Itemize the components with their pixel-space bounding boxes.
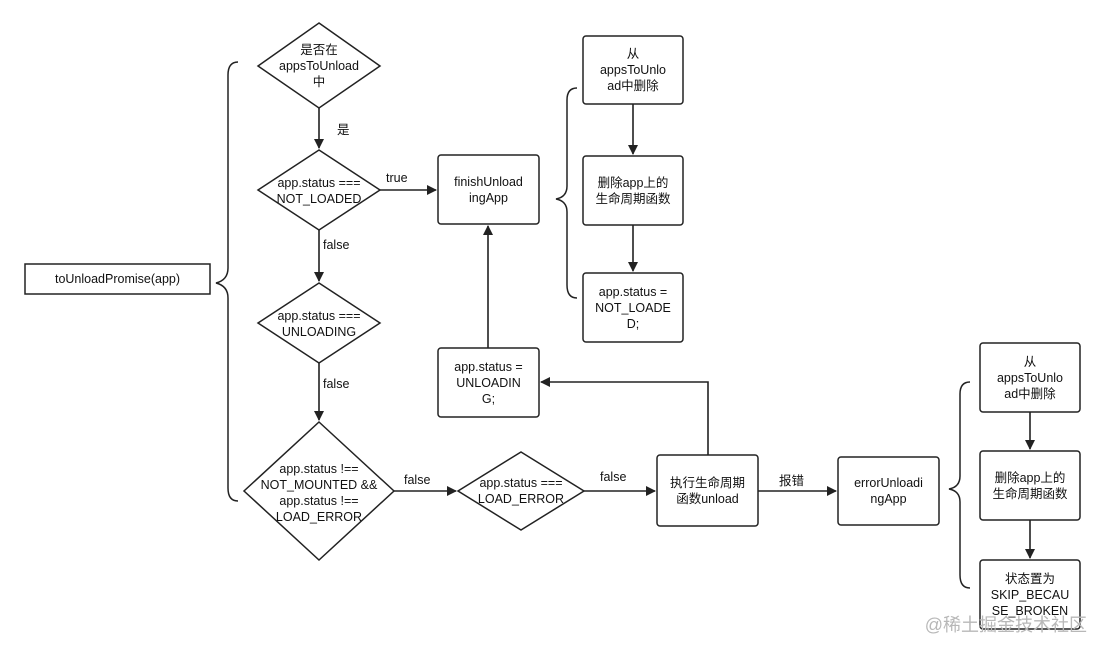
finish-unloading-app-box <box>437 154 540 225</box>
edge-label-true: true <box>386 171 408 185</box>
arrow-to-set-unloading <box>540 377 709 455</box>
error-unloading-app-label: errorUnloadi ngApp <box>854 476 923 506</box>
edge-label-false-1: false <box>323 238 350 252</box>
finish-unloading-app-label: finishUnload ingApp <box>454 174 523 205</box>
error-set-broken-label: 状态置为 SKIP_BECAU SE_BROKEN <box>990 571 1070 618</box>
error-delete-lifecycle-label: 删除app上的 生命周期函数 <box>992 470 1068 501</box>
error-set-broken-box <box>979 559 1081 630</box>
run-unload-lifecycle-label: 执行生命周期 函数unload <box>669 475 745 506</box>
edge-label-false-3: false <box>404 473 431 487</box>
edge-label-error: 报错 <box>779 474 805 488</box>
finish-delete-lifecycle-label: 删除app上的 生命周期函数 <box>595 175 671 206</box>
main-brace <box>215 61 239 502</box>
finish-set-not-loaded-box <box>582 272 684 343</box>
in-apps-to-unload-label: 是否在 appsToUnload 中 <box>279 43 359 89</box>
set-unloading-label: app.status = UNLOADIN G; <box>454 359 523 406</box>
to-unload-promise-box <box>24 263 211 295</box>
error-brace <box>948 381 971 589</box>
finish-brace <box>555 87 578 299</box>
status-not-mounted-label: app.status !== NOT_MOUNTED && app.status… <box>260 462 378 524</box>
edge-label-false-4: false <box>600 470 627 484</box>
to-unload-promise-label: toUnloadPromise(app) <box>54 272 181 286</box>
error-unloading-app-box <box>837 456 940 526</box>
status-unloading-label: app.status === UNLOADING <box>277 309 361 339</box>
status-load-error-label: app.status === LOAD_ERROR <box>477 476 565 506</box>
finish-set-not-loaded-label: app.status = NOT_LOADE D; <box>595 284 671 331</box>
finish-remove-label: 从 appsToUnlo ad中删除 <box>599 47 666 93</box>
status-load-error-diamond <box>456 451 586 531</box>
status-not-loaded-label: app.status === NOT_LOADED <box>276 176 362 206</box>
edge-label-false-2: false <box>323 377 350 391</box>
status-not-mounted-diamond <box>242 420 396 562</box>
error-remove-label: 从 appsToUnlo ad中删除 <box>996 354 1063 401</box>
watermark: @稀土掘金技术社区 <box>924 615 1087 635</box>
edge-label-yes: 是 <box>337 123 350 137</box>
